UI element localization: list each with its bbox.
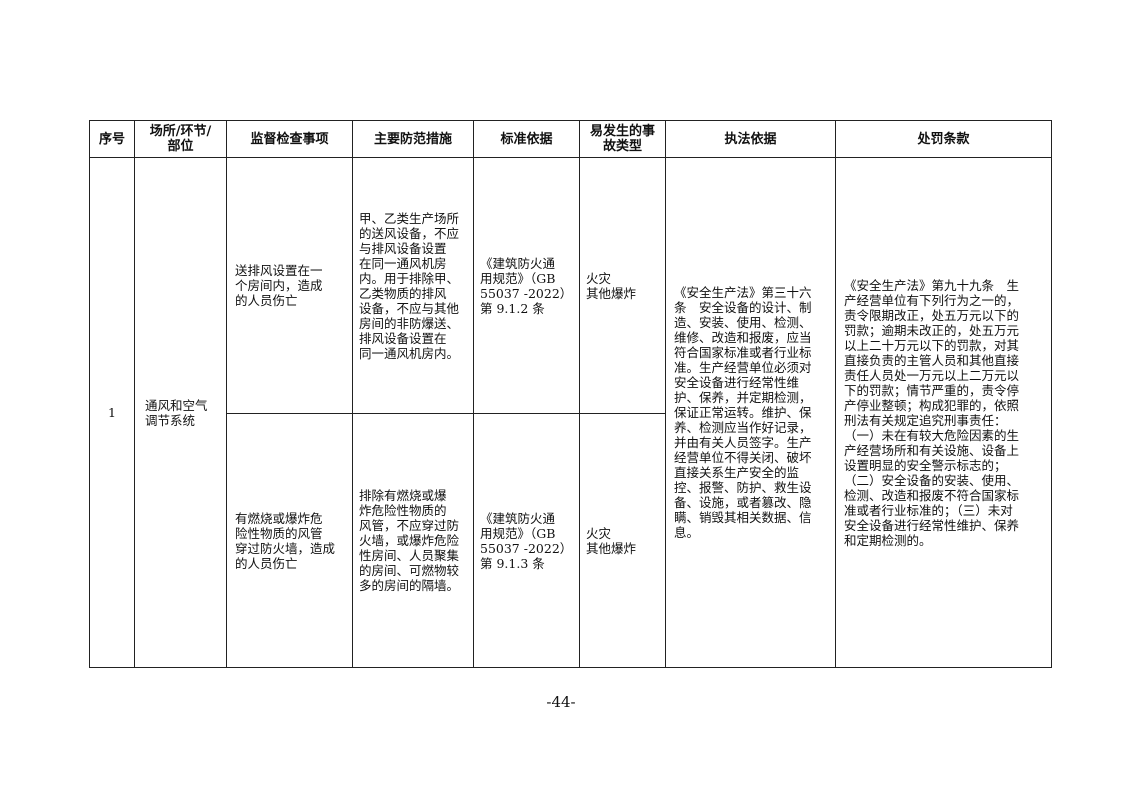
sub-row-2-accident-cell: 火灾 其他爆炸: [579, 413, 666, 668]
table-row: 有燃烧或爆炸危 险性物质的风管 穿过防火墙，造成 的人员伤亡 排除有燃烧或爆 炸…: [90, 413, 1052, 668]
sub-row-1-measure-cell: 甲、乙类生产场所 的送风设备，不应 与排风设备设置 在同一通风机房 内。用于排除…: [352, 157, 474, 414]
row-seq-cell: 1: [89, 157, 135, 668]
inspection-table-container: 序号 场所/环节/ 部位 监督检查事项 主要防范措施 标准依据 易发生的事 故类…: [89, 120, 1052, 668]
sub-row-2-measure: 排除有燃烧或爆 炸危险性物质的 风管，不应穿过防 火墙，或爆炸危险 性房间、人员…: [359, 488, 460, 593]
header-law: 执法依据: [665, 120, 836, 158]
table-row: 1 通风和空气 调节系统 送排风设置在一 个房间内，造成 的人员伤亡 甲、乙类生…: [89, 157, 1052, 668]
sub-row-2-accident: 火灾 其他爆炸: [586, 525, 637, 556]
sub-row-2-item-cell: 有燃烧或爆炸危 险性物质的风管 穿过防火墙，造成 的人员伤亡: [226, 413, 353, 668]
sub-row-2-item: 有燃烧或爆炸危 险性物质的风管 穿过防火墙，造成 的人员伤亡: [235, 510, 336, 571]
sub-row-2-standard-cell: 《建筑防火通 用规范》（GB 55037 -2022） 第 9.1.3 条: [473, 413, 580, 668]
header-standard: 标准依据: [473, 120, 580, 158]
header-item: 监督检查事项: [226, 120, 353, 158]
row-place-cell: 通风和空气 调节系统: [134, 157, 227, 668]
sub-row-1-item-cell: 送排风设置在一 个房间内，造成 的人员伤亡: [226, 157, 353, 414]
inspection-table: 序号 场所/环节/ 部位 监督检查事项 主要防范措施 标准依据 易发生的事 故类…: [89, 120, 1052, 668]
sub-row-1-measure: 甲、乙类生产场所 的送风设备，不应 与排风设备设置 在同一通风机房 内。用于排除…: [359, 210, 460, 361]
header-penalty: 处罚条款: [835, 120, 1052, 158]
header-seq: 序号: [89, 120, 135, 158]
sub-row-1-standard-cell: 《建筑防火通 用规范》（GB 55037 -2022） 第 9.1.2 条: [473, 157, 580, 414]
page-number: -44-: [546, 693, 576, 711]
row-penalty-cell: 《安全生产法》第九十九条 生 产经营单位有下列行为之一的， 责令限期改正，处五万…: [835, 157, 1052, 668]
header-row: 序号 场所/环节/ 部位 监督检查事项 主要防范措施 标准依据 易发生的事 故类…: [89, 120, 1052, 158]
sub-row-2-standard: 《建筑防火通 用规范》（GB 55037 -2022） 第 9.1.3 条: [480, 510, 573, 571]
row-place: 通风和空气 调节系统: [145, 397, 208, 428]
row-penalty: 《安全生产法》第九十九条 生 产经营单位有下列行为之一的， 责令限期改正，处五万…: [844, 277, 1020, 548]
header-measure: 主要防范措施: [352, 120, 474, 158]
sub-row-2-measure-cell: 排除有燃烧或爆 炸危险性物质的 风管，不应穿过防 火墙，或爆炸危险 性房间、人员…: [352, 413, 474, 668]
sub-row-1-item: 送排风设置在一 个房间内，造成 的人员伤亡: [235, 263, 323, 308]
sub-row-1-standard: 《建筑防火通 用规范》（GB 55037 -2022） 第 9.1.2 条: [480, 255, 573, 316]
sub-row-1-accident-cell: 火灾 其他爆炸: [579, 157, 666, 414]
header-accident: 易发生的事 故类型: [579, 120, 666, 158]
header-place: 场所/环节/ 部位: [134, 120, 227, 158]
row-law: 《安全生产法》第三十六 条 安全设备的设计、制 造、安装、使用、检测、 维修、改…: [674, 285, 812, 540]
row-seq: 1: [108, 405, 116, 420]
sub-row-1-accident: 火灾 其他爆炸: [586, 270, 637, 301]
row-law-cell: 《安全生产法》第三十六 条 安全设备的设计、制 造、安装、使用、检测、 维修、改…: [665, 157, 836, 668]
